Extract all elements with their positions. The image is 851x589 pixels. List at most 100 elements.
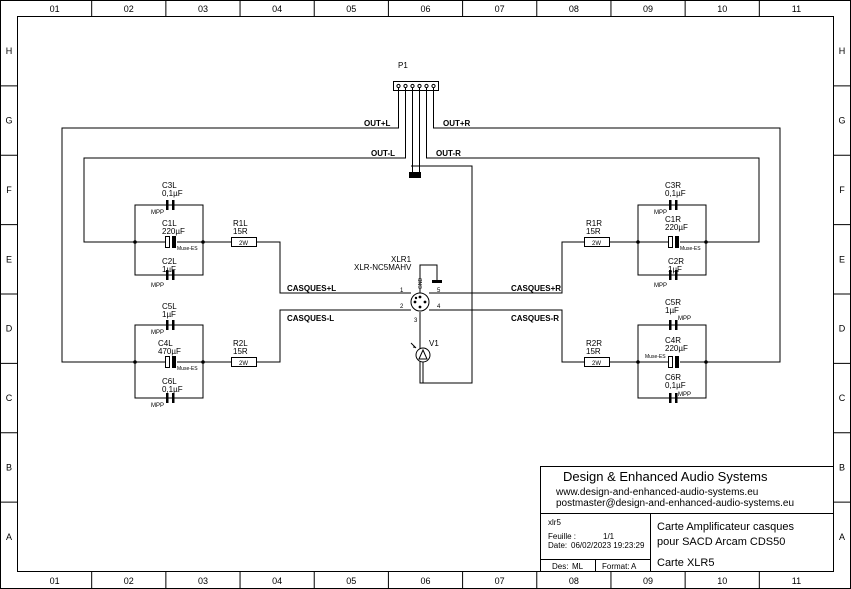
frame-col-top-09: 09 [643, 4, 653, 14]
label-c5r-value: 1µF [665, 306, 679, 315]
frame-col-bottom-05: 05 [346, 576, 356, 586]
frame-col-top-01: 01 [50, 4, 60, 14]
frame-row-left-D: D [6, 324, 13, 334]
xlr-connector [410, 292, 430, 312]
label-c5l-type: MPP [151, 330, 164, 336]
label-r2r-power: 2W [592, 361, 601, 367]
label-c6l-value: 0,1µF [162, 385, 183, 394]
label-c4r-ref: C4R [665, 336, 681, 345]
frame-col-bottom-03: 03 [198, 576, 208, 586]
frame-col-bottom-04: 04 [272, 576, 282, 586]
frame-col-top-10: 10 [717, 4, 727, 14]
title-des-value: ML [572, 562, 584, 571]
label-v1-ref: V1 [429, 339, 439, 348]
label-c2r-type: MPP [654, 283, 667, 289]
label-c2l-type: MPP [151, 283, 164, 289]
frame-row-left-C: C [6, 393, 13, 403]
title-des-label: Des: [552, 562, 568, 571]
frame-row-left-H: H [6, 46, 13, 56]
cap-c3l [166, 200, 175, 210]
cap-c4l [165, 356, 176, 368]
net-casques-pos-r: CASQUES+R [511, 284, 561, 293]
label-xlr-value: XLR-NC5MAHV [354, 263, 412, 272]
connector-ref: P1 [398, 61, 408, 70]
label-c2r-value: 1µF [668, 265, 682, 274]
label-c2l-value: 1µF [162, 265, 176, 274]
frame-col-top-07: 07 [495, 4, 505, 14]
label-xlr-ref: XLR1 [391, 255, 412, 264]
title-line3: Carte XLR5 [657, 557, 714, 569]
title-sheet-label: Feuille : [548, 532, 576, 541]
label-c3r-value: 0,1µF [665, 189, 686, 198]
frame-row-right-C: C [839, 393, 846, 403]
label-c2r-ref: C2R [668, 257, 684, 266]
frame-col-top-04: 04 [272, 4, 282, 14]
frame-col-bottom-01: 01 [50, 576, 60, 586]
label-c1l-value: 220µF [162, 227, 185, 236]
frame-row-right-D: D [839, 324, 846, 334]
label-c5r-ref: C5R [665, 298, 681, 307]
label-c4l-ref: C4L [158, 339, 173, 348]
title-sheet-value: 1/1 [603, 532, 615, 541]
label-xlr-pin5: 5 [437, 288, 441, 294]
label-c3l-value: 0,1µF [162, 189, 183, 198]
resistor-r1r [584, 237, 610, 247]
cap-c6l [166, 393, 175, 403]
label-c4l-value: 470µF [158, 347, 181, 356]
frame-row-right-H: H [839, 46, 846, 56]
xlr-gnd-terminal [432, 280, 442, 283]
title-format-label: Format: [602, 562, 630, 571]
resistor-r1l [231, 237, 257, 247]
junctions [133, 240, 708, 364]
label-r2r-ref: R2R [586, 339, 602, 348]
label-r1r-power: 2W [592, 241, 601, 247]
frame-col-bottom-09: 09 [643, 576, 653, 586]
label-c1l-type: Muse-ES [177, 246, 198, 252]
title-file: xlr5 [548, 518, 561, 527]
frame-col-bottom-08: 08 [569, 576, 579, 586]
frame-col-top-05: 05 [346, 4, 356, 14]
label-c6r-type: MPP [678, 392, 691, 398]
label-c1r-ref: C1R [665, 215, 681, 224]
label-c4r-value: 220µF [665, 344, 688, 353]
label-xlr-pin2: 2 [400, 304, 404, 310]
label-r2l-ref: R2L [233, 339, 248, 348]
label-c6l-type: MPP [151, 403, 164, 409]
net-out-neg-l: OUT-L [371, 149, 395, 158]
cap-c6r [669, 393, 678, 403]
title-format-value: A [631, 562, 637, 571]
frame-col-top-02: 02 [124, 4, 134, 14]
frame-row-right-E: E [839, 254, 845, 264]
cap-c4r [668, 356, 679, 368]
label-r2l-power: 2W [239, 361, 248, 367]
label-r2l-value: 15R [233, 347, 248, 356]
title-email: postmaster@design-and-enhanced-audio-sys… [556, 498, 794, 509]
frame-row-right-F: F [839, 185, 845, 195]
resistor-r2r [584, 357, 610, 367]
label-r1l-ref: R1L [233, 219, 248, 228]
frame-row-right-B: B [839, 462, 845, 472]
label-c5l-value: 1µF [162, 310, 176, 319]
frame-row-left-E: E [6, 254, 12, 264]
title-line1: Carte Amplificateur casques [657, 521, 794, 533]
frame-col-bottom-07: 07 [495, 576, 505, 586]
frame-col-bottom-06: 06 [420, 576, 430, 586]
label-c6l-ref: C6L [162, 377, 177, 386]
frame-col-top-08: 08 [569, 4, 579, 14]
label-c3l-ref: C3L [162, 181, 177, 190]
connector-p1 [393, 81, 439, 91]
label-r1l-value: 15R [233, 227, 248, 236]
frame-row-right-G: G [838, 116, 845, 126]
frame-row-left-B: B [6, 462, 12, 472]
frame-col-top-03: 03 [198, 4, 208, 14]
label-c1l-ref: C1L [162, 219, 177, 228]
cap-c2l [166, 270, 175, 280]
net-casques-pos-l: CASQUES+L [287, 284, 336, 293]
net-out-neg-r: OUT-R [436, 149, 461, 158]
cap-c1r [668, 236, 679, 248]
label-r1r-ref: R1R [586, 219, 602, 228]
net-casques-neg-l: CASQUES-L [287, 314, 334, 323]
cap-c3r [669, 200, 678, 210]
